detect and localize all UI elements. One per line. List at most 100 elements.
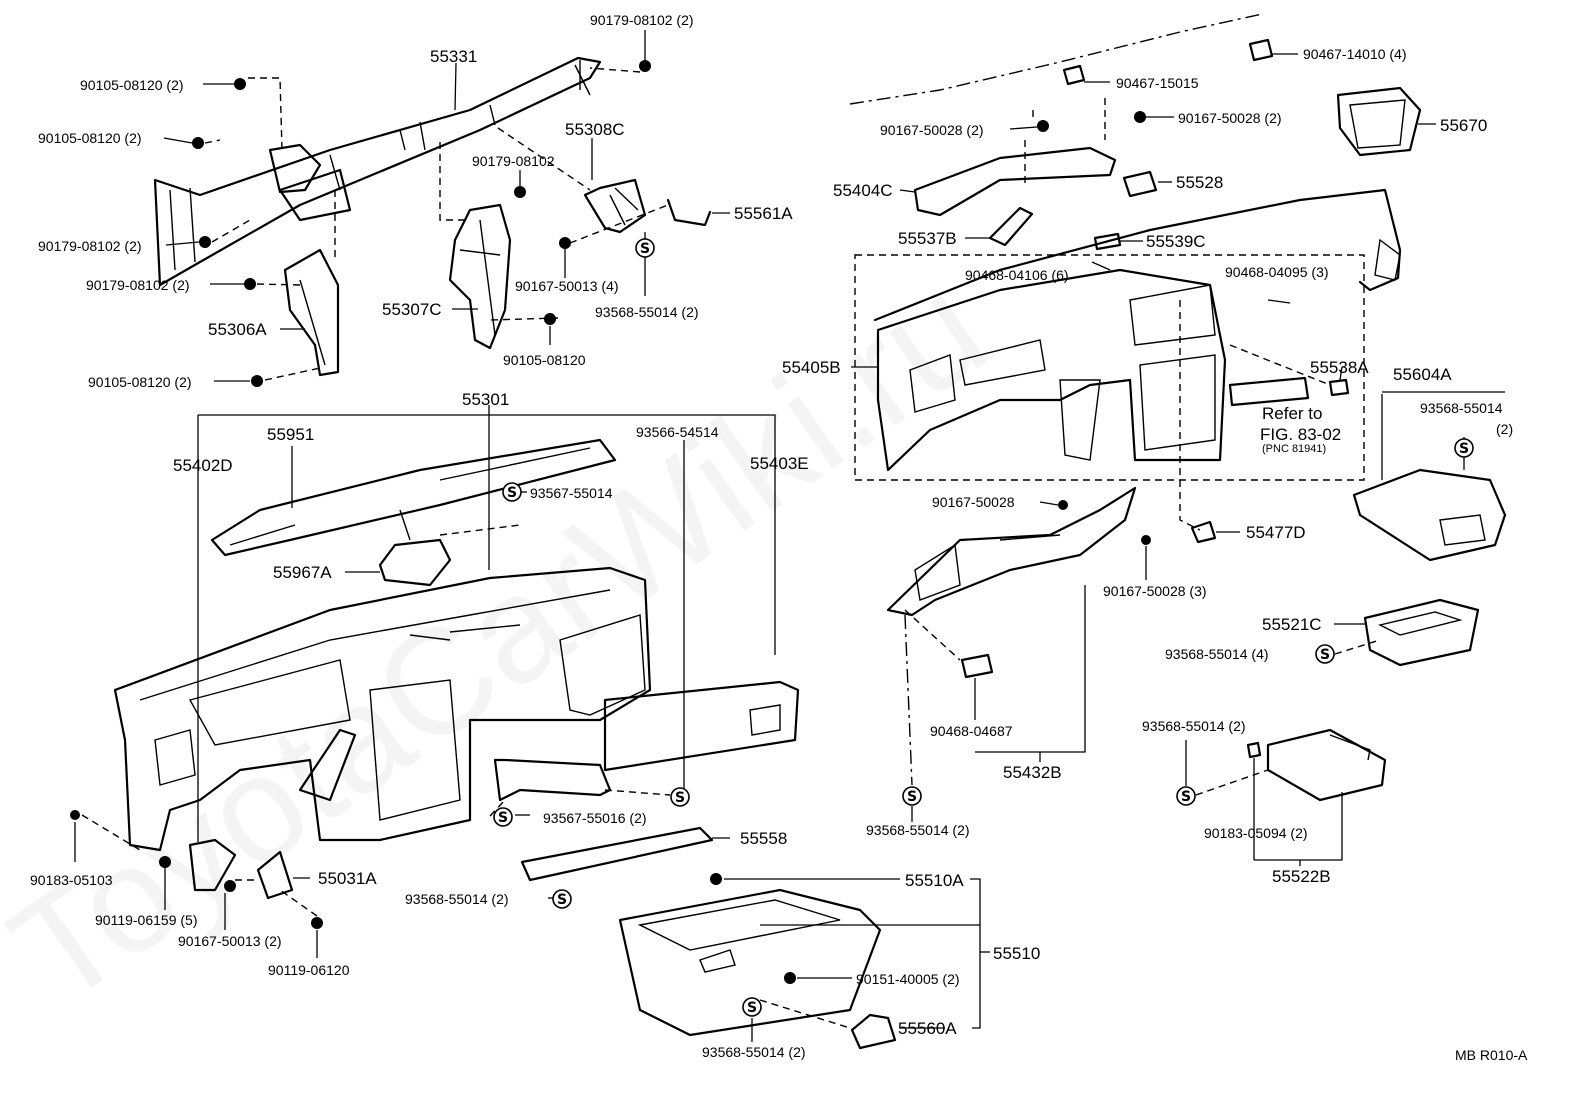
svg-text:S: S — [557, 892, 567, 908]
label-55331: 55331 — [430, 47, 477, 66]
bracket-93566 — [493, 758, 612, 802]
label-90167-50013-2: 90167-50013 (2) — [178, 933, 282, 949]
label-93568-55014-2c: 93568-55014 (2) — [702, 1044, 806, 1060]
dashed-leaders-mid-left — [81, 524, 671, 917]
label-55560a: 55560A — [898, 1019, 957, 1038]
label-55403e: 55403E — [750, 454, 809, 473]
label-55405b: 55405B — [782, 358, 841, 377]
label-55521c: 55521C — [1262, 615, 1322, 634]
label-55967a: 55967A — [273, 563, 332, 582]
label-90183-05094-2: 90183-05094 (2) — [1204, 825, 1308, 841]
s-symbol-3: S — [670, 787, 690, 807]
label-93568-55014-2b: 93568-55014 (2) — [405, 891, 509, 907]
label-93568-55014-2e: 93568-55014 (2) — [866, 822, 970, 838]
fasteners-glove-box — [710, 873, 796, 984]
label-90167-50028-2b: 90167-50028 (2) — [1178, 110, 1282, 126]
label-55301: 55301 — [462, 390, 509, 409]
svg-text:S: S — [1181, 789, 1191, 805]
label-55477d: 55477D — [1246, 523, 1306, 542]
bracket-55031a — [256, 850, 294, 900]
fasteners-top-left — [192, 60, 651, 387]
label-93568-55014-2d-qty: (2) — [1496, 421, 1513, 437]
label-55510a: 55510A — [905, 871, 964, 890]
label-93568-55014-4: 93568-55014 (4) — [1165, 646, 1269, 662]
svg-text:S: S — [640, 241, 650, 257]
side-vent-55670 — [1336, 86, 1436, 157]
windshield-line — [849, 13, 1263, 105]
label-90179-08102: 90179-08102 — [472, 153, 555, 169]
label-55951: 55951 — [267, 425, 314, 444]
lock-55560a — [850, 1013, 897, 1050]
s-symbol-10: S — [1176, 786, 1196, 806]
labels: 90179-08102 (2) 55331 90105-08120 (2) 90… — [30, 12, 1528, 1063]
label-93568-55014-2a: 93568-55014 (2) — [595, 304, 699, 320]
leaders-glove-box — [724, 878, 990, 1042]
label-55307c: 55307C — [382, 300, 442, 319]
label-90467-14010-4: 90467-14010 (4) — [1303, 46, 1407, 62]
box-55405b — [854, 254, 1365, 481]
svg-text:S: S — [747, 1000, 757, 1016]
clip-55477d — [1190, 520, 1217, 544]
label-90468-04095-3: 90468-04095 (3) — [1225, 264, 1329, 280]
label-55604a: 55604A — [1393, 365, 1452, 384]
label-90179-08102-2a: 90179-08102 (2) — [590, 12, 694, 28]
label-55670: 55670 — [1440, 116, 1487, 135]
refer-line1: Refer to — [1262, 404, 1322, 423]
duct-55967a — [345, 538, 452, 587]
box-55522b — [1185, 728, 1387, 866]
label-93567-55014: 93567-55014 — [530, 485, 613, 501]
s-symbol-6: S — [742, 997, 762, 1017]
dashed-leaders-top-left — [204, 67, 669, 381]
leaders-top-right — [1009, 53, 1298, 185]
cluster-finish-55405b — [876, 268, 1227, 472]
leaders-upper-right — [965, 181, 1172, 242]
label-55522b: 55522B — [1272, 867, 1331, 886]
reinforcement-55558 — [520, 826, 714, 882]
bracket-55402d — [188, 838, 237, 892]
label-55537b: 55537B — [898, 229, 957, 248]
label-55404c: 55404C — [833, 181, 893, 200]
svg-text:S: S — [1320, 647, 1330, 663]
switch-55528 — [1122, 170, 1158, 198]
corner-code: MB R010-A — [1455, 1047, 1528, 1063]
label-55539c: 55539C — [1146, 232, 1206, 251]
defroster-nozzle-55951 — [210, 438, 617, 557]
brace-55307c — [448, 203, 512, 350]
label-90467-15015: 90467-15015 — [1116, 75, 1199, 91]
s-symbol-8: S — [902, 786, 922, 806]
label-90119-06120: 90119-06120 — [268, 962, 350, 978]
svg-text:S: S — [1459, 441, 1469, 457]
panel-55404c — [899, 146, 1117, 217]
svg-text:S: S — [907, 789, 917, 805]
s-symbol-9: S — [1315, 644, 1335, 664]
leaders-55432b — [904, 501, 1147, 822]
s-symbol-4: S — [493, 807, 513, 827]
s-symbol-2: S — [502, 482, 522, 502]
lower-cover-55403e — [603, 680, 800, 772]
panel-55537b — [988, 206, 1034, 247]
label-90105-08120-2b: 90105-08120 (2) — [38, 130, 142, 146]
label-90468-04687: 90468-04687 — [930, 723, 1013, 739]
label-55031a: 55031A — [318, 869, 377, 888]
label-55432b: 55432B — [1003, 763, 1062, 782]
label-90119-06159-5: 90119-06159 (5) — [95, 912, 197, 928]
label-55528: 55528 — [1176, 173, 1223, 192]
svg-text:S: S — [675, 790, 685, 806]
label-93567-55016-2: 93567-55016 (2) — [543, 810, 647, 826]
label-55308c: 55308C — [565, 120, 625, 139]
label-90167-50028-2a: 90167-50028 (2) — [880, 122, 984, 138]
label-90468-04106-6: 90468-04106 (6) — [965, 267, 1069, 283]
reinforcement-55331 — [153, 56, 602, 287]
label-55558: 55558 — [740, 829, 787, 848]
bracket-outline-55301 — [197, 405, 776, 842]
brace-55306a — [283, 248, 340, 377]
leaders-top-left — [163, 30, 730, 382]
label-90167-50028: 90167-50028 — [932, 494, 1015, 510]
glove-box-55510a — [618, 888, 882, 1037]
label-93568-55014-2d: 93568-55014 — [1420, 400, 1503, 416]
bracket-box-55604a — [1352, 391, 1507, 562]
label-55510: 55510 — [993, 944, 1040, 963]
clips-windshield — [1037, 38, 1274, 132]
label-55402d: 55402D — [173, 456, 233, 475]
